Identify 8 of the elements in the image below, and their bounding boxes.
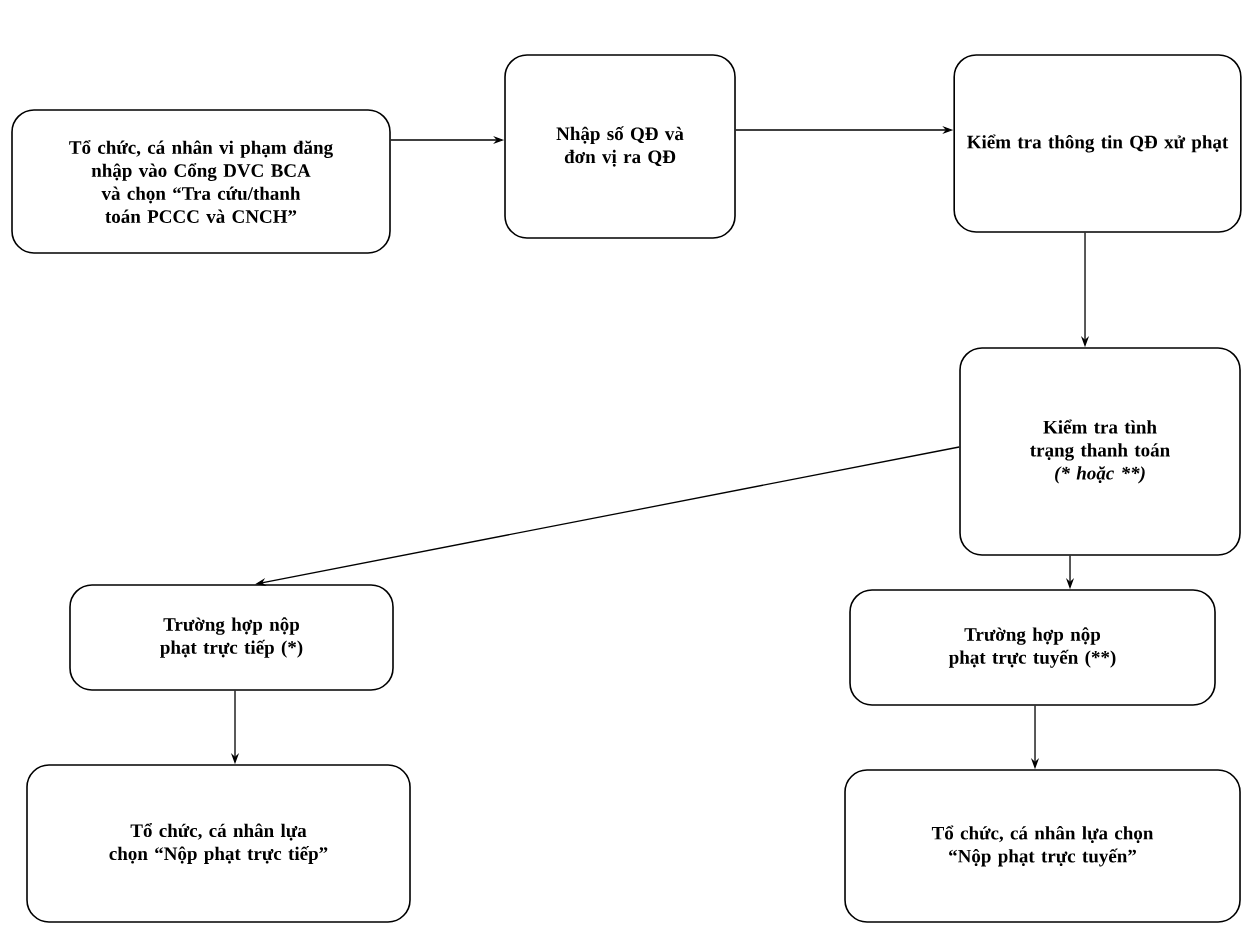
process-box: Trường hợp nộp phạt trực tiếp (*): [69, 584, 394, 691]
process-box: Tổ chức, cá nhân lựa chọn “Nộp phạt trực tuyến”: [844, 769, 1241, 923]
process-box: Tổ chức, cá nhân lựa chọn “Nộp phạt trực tiếp”: [26, 764, 411, 923]
process-box: Tổ chức, cá nhân vi phạm đăng nhập vào Cổng DVC BCA và chọn “Tra cứu/thanh toán PCCC và CNCH”: [11, 109, 391, 254]
process-box: Trường hợp nộp phạt trực tuyến (**): [849, 589, 1216, 706]
process-box: Kiểm tra thông tin QĐ xử phạt: [953, 54, 1242, 233]
process-box: Kiểm tra tình trạng thanh toán (* hoặc **): [959, 347, 1241, 556]
process-box: Nhập số QĐ và đơn vị ra QĐ: [504, 54, 736, 239]
